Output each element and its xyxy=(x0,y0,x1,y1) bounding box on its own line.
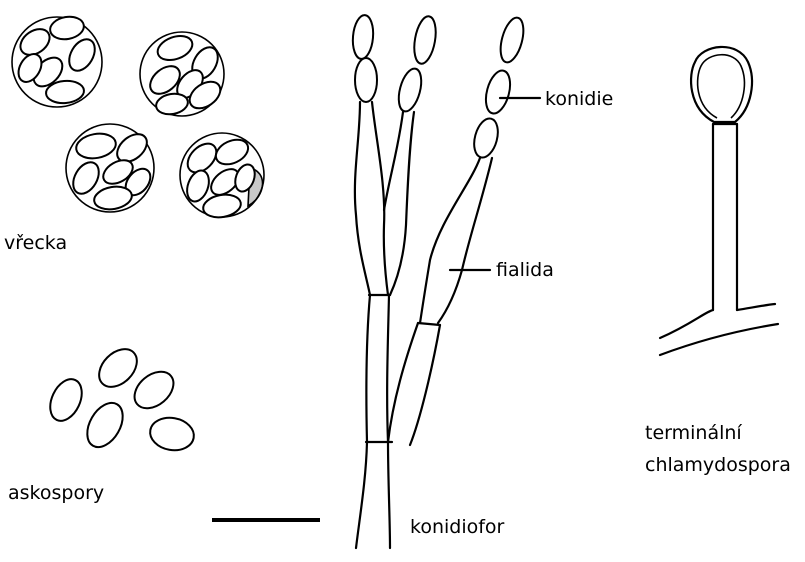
ascus-2 xyxy=(140,32,225,117)
ascus-4 xyxy=(180,133,264,220)
ascus-3 xyxy=(66,124,155,212)
label-chlamydospora: chlamydospora xyxy=(645,454,791,476)
label-fialida: fialida xyxy=(496,259,554,281)
conidiophore xyxy=(351,14,527,548)
label-terminalni: terminální xyxy=(645,422,742,444)
ascus-1 xyxy=(12,14,102,107)
ascospores xyxy=(44,342,196,454)
label-askospory: askospory xyxy=(8,482,104,504)
chlamydospore xyxy=(660,47,778,355)
label-konidie: konidie xyxy=(545,88,613,110)
label-konidiofor: konidiofor xyxy=(410,516,504,538)
label-vrecka: vřecka xyxy=(4,232,67,254)
